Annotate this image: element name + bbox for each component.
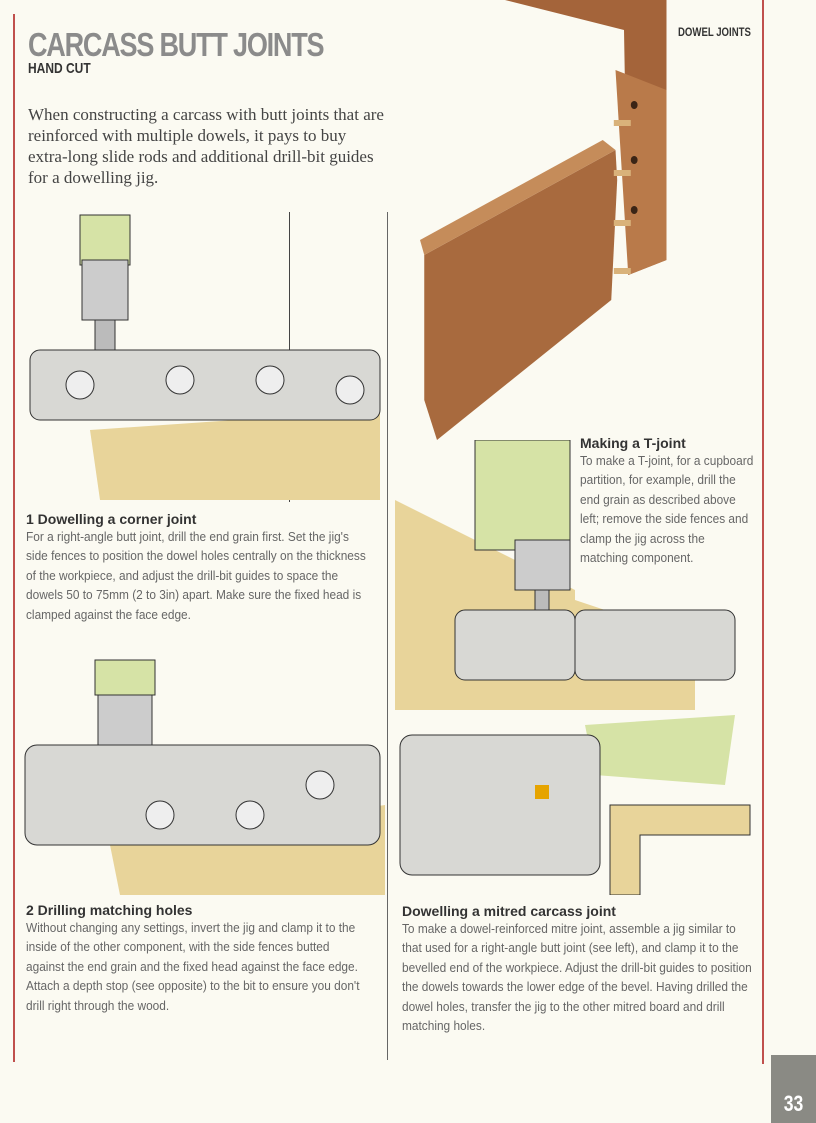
caption-heading: Making a T-joint [580,435,686,451]
page-title: CARCASS BUTT JOINTS [28,26,325,63]
caption-t-joint: Making a T-joint To make a T-joint, for … [580,435,755,567]
corner-joint-jig-illustration [29,214,381,500]
intro-paragraph: When constructing a carcass with butt jo… [28,105,384,187]
right-margin-rule [762,0,764,1064]
caption-body: To make a T-joint, for a cupboard partit… [580,453,754,566]
column-divider [387,212,388,1060]
caption-heading: 2 Drilling matching holes [26,902,193,918]
caption-heading: 1 Dowelling a corner joint [26,511,197,527]
page-number-box: 33 [771,1055,816,1123]
dowel-joint-illustration [420,0,667,440]
t-joint-jig-illustration [575,600,736,710]
matching-holes-jig-illustration [24,659,385,895]
page-number: 33 [783,1091,804,1116]
caption-body: For a right-angle butt joint, drill the … [26,529,366,622]
caption-body: Without changing any settings, invert th… [26,920,360,1013]
t-joint-illustration [395,440,575,710]
page-subtitle: HAND CUT [28,60,91,77]
caption-body: To make a dowel-reinforced mitre joint, … [402,921,752,1034]
caption-matching-holes: 2 Drilling matching holes Without changi… [26,902,371,1015]
caption-heading: Dowelling a mitred carcass joint [402,903,616,919]
left-margin-rule [13,14,15,1062]
section-header: DOWEL JOINTS [678,25,751,39]
caption-corner-joint: 1 Dowelling a corner joint For a right-a… [26,511,371,624]
caption-mitred-joint: Dowelling a mitred carcass joint To make… [402,903,759,1035]
mitre-joint-illustration [399,715,751,895]
